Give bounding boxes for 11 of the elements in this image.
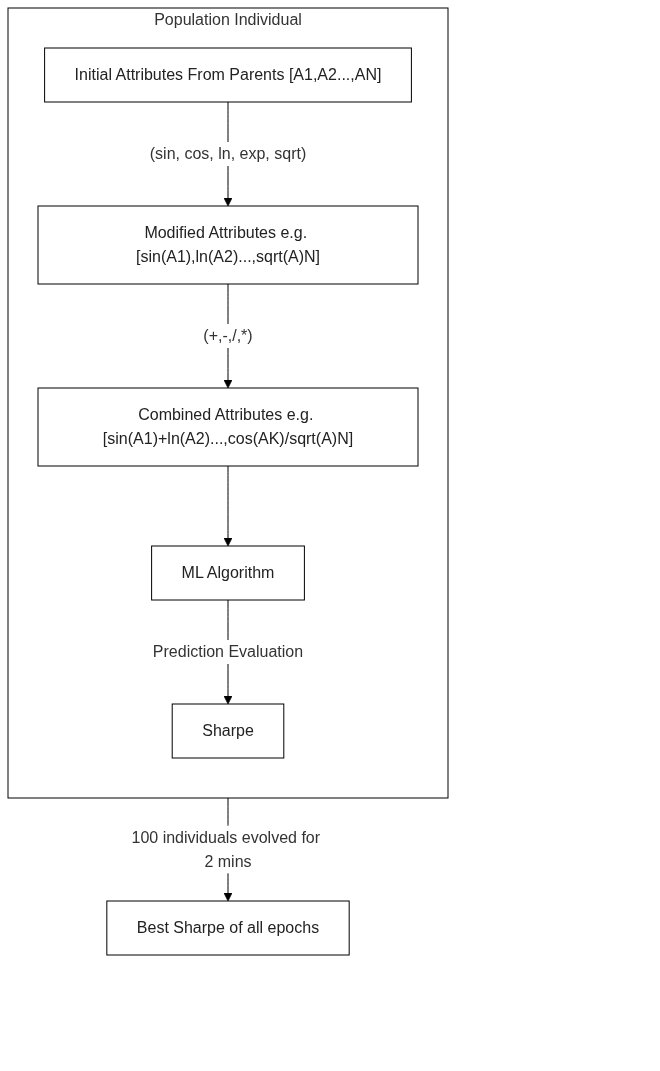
edge-label: Prediction Evaluation <box>152 643 304 660</box>
node-box: ML Algorithm <box>151 545 305 601</box>
node-box: Best Sharpe of all epochs <box>106 900 350 956</box>
node-box: Modified Attributes e.g. [sin(A1),ln(A2)...,sqrt(A)N] <box>37 205 419 285</box>
node-box: Sharpe <box>171 703 285 759</box>
edge-label: (+,-,/,*) <box>203 327 253 344</box>
node-box: Initial Attributes From Parents [A1,A2...,AN] <box>44 47 412 103</box>
arrow <box>223 465 233 547</box>
node-box: Combined Attributes e.g. [sin(A1)+ln(A2)...,cos(AK)/sqrt(A)N] <box>37 387 419 467</box>
edge-label: (sin, cos, ln, exp, sqrt) <box>149 145 307 162</box>
edge-label: 100 individuals evolved for 2 mins <box>131 828 321 870</box>
